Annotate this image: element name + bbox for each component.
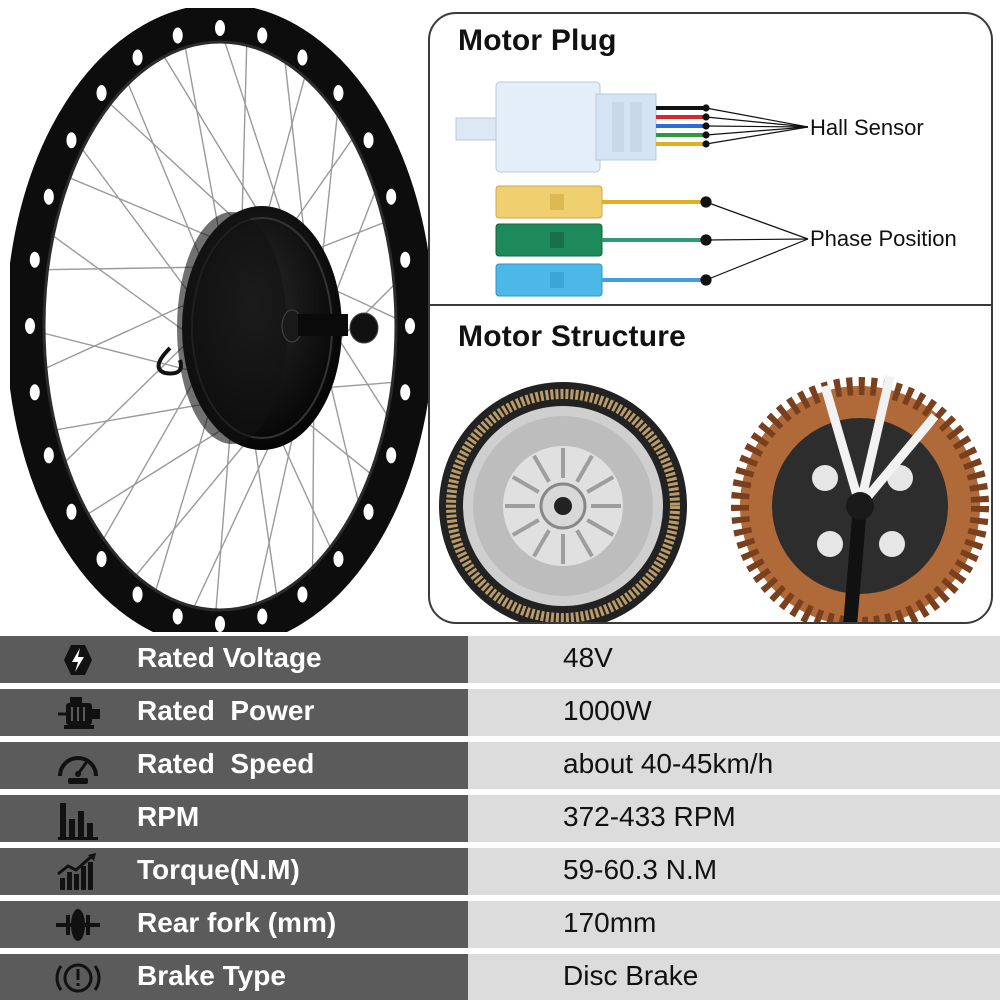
rim-hole <box>96 550 107 567</box>
rim-hole <box>215 616 225 632</box>
hub-axle-icon <box>56 909 100 941</box>
motor-plug-diagram <box>455 81 809 297</box>
rim-holes <box>25 20 415 632</box>
panel-divider <box>430 304 991 306</box>
spec-row-rpm: RPM 372-433 RPM <box>0 795 1000 845</box>
brake-warning-icon <box>55 963 101 993</box>
spec-row-torque: Torque(N.M) 59-60.3 N.M <box>0 848 1000 898</box>
hall-sensor-pointers <box>702 104 809 148</box>
motor-structure-images <box>439 374 989 622</box>
rim-hole <box>172 27 183 44</box>
rim-hole <box>29 251 40 268</box>
rim-hole <box>297 49 308 66</box>
spec-value: 1000W <box>563 695 652 726</box>
motor-structure-title: Motor Structure <box>458 320 686 353</box>
phase-connector-yellow <box>495 185 704 219</box>
rim-hole <box>400 251 411 268</box>
ebike-wheel-image <box>10 8 430 632</box>
rim-hole <box>400 384 411 401</box>
spec-label: Torque(N.M) <box>137 854 300 885</box>
rim-hole <box>386 188 397 205</box>
rim-hole <box>43 188 54 205</box>
rim-hole <box>66 503 77 520</box>
rim-hole <box>172 608 183 625</box>
spec-row-rated-power: Rated Power 1000W <box>0 689 1000 739</box>
rim-hole <box>132 49 143 66</box>
rim-hole <box>25 318 35 334</box>
rim-hole <box>132 586 143 603</box>
rim-hole <box>363 503 374 520</box>
motor-info-panel: Motor Plug Hall Sensor Phase Position <box>428 12 993 624</box>
spec-row-rear-fork: Rear fork (mm) 170mm <box>0 901 1000 951</box>
spec-label: RPM <box>137 801 200 832</box>
rim-hole <box>96 85 107 102</box>
spec-value: Disc Brake <box>563 960 699 991</box>
motor-plug-title: Motor Plug <box>458 24 617 57</box>
phase-pointers <box>700 196 809 286</box>
rim-hole <box>29 384 40 401</box>
spec-value: 59-60.3 N.M <box>563 854 718 885</box>
spec-value: 48V <box>563 642 613 673</box>
rim-hole <box>363 132 374 149</box>
rim-hole <box>405 318 415 334</box>
bar-chart-icon <box>58 803 98 840</box>
spec-label: Brake Type <box>137 960 286 991</box>
lightning-hexagon-icon <box>64 645 92 675</box>
rim-hole <box>257 608 268 625</box>
phase-position-label: Phase Position <box>810 226 957 251</box>
rim-hole <box>257 27 268 44</box>
rim-hole <box>386 447 397 464</box>
spec-row-rated-speed: Rated Speed about 40-45km/h <box>0 742 1000 792</box>
phase-connector-green <box>495 223 704 257</box>
motor-housing-image <box>439 382 687 622</box>
rim-hole <box>333 85 344 102</box>
spec-row-brake-type: Brake Type Disc Brake <box>0 954 1000 1000</box>
rim-hole <box>215 20 225 36</box>
spec-row-rated-voltage: Rated Voltage 48V <box>0 636 1000 686</box>
spec-value: 170mm <box>563 907 657 938</box>
growth-chart-icon <box>57 853 96 890</box>
hall-sensor-wires <box>656 106 704 146</box>
spec-table: Rated Voltage 48V Rated Power 1000W <box>0 636 1000 1000</box>
rim-hole <box>43 447 54 464</box>
spec-label: Rated Voltage <box>137 642 322 673</box>
stator-winding-image <box>731 374 989 622</box>
motor-icon <box>58 697 100 729</box>
hall-sensor-connector <box>455 81 657 173</box>
spec-label: Rated Speed <box>137 748 315 779</box>
spec-value: 372-433 RPM <box>563 801 736 832</box>
speedometer-icon <box>58 756 98 784</box>
hall-sensor-label: Hall Sensor <box>810 115 924 140</box>
spec-label: Rated Power <box>137 695 315 726</box>
phase-connector-blue <box>495 263 704 297</box>
rim-hole <box>297 586 308 603</box>
rim-hole <box>333 550 344 567</box>
spec-value: about 40-45km/h <box>563 748 774 779</box>
rim-hole <box>66 132 77 149</box>
spec-label: Rear fork (mm) <box>137 907 337 938</box>
